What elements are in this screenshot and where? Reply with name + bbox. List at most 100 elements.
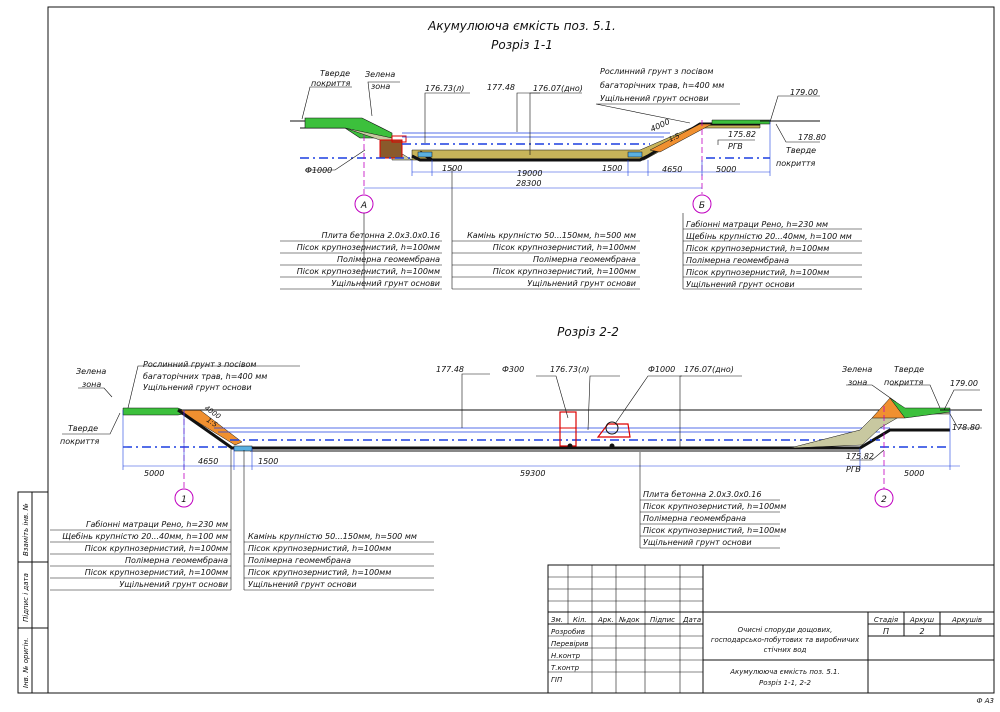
format-label: Ф А3 <box>977 697 995 705</box>
tb-role-2: Н.контр <box>551 652 581 660</box>
axis-b-label: Б <box>699 201 705 211</box>
axis-1-marker <box>174 488 194 508</box>
s2-elev-right: 178.80 <box>952 423 980 432</box>
tb-h-3: №док <box>618 616 640 624</box>
tb-h-2: Арк. <box>597 616 614 624</box>
drawing-title: Акумулююча ємкість поз. 5.1. <box>427 19 616 33</box>
s2-pipe-small: Ф300 <box>502 365 524 374</box>
s2-elev-right-top: 179.00 <box>950 379 978 388</box>
s2-green-right-2: зона <box>848 378 867 387</box>
s2-lm-2: Полімерна геомембрана <box>248 556 351 565</box>
s1-lm-0: Камінь крупністю 50...150мм, h=500 мм <box>467 231 636 240</box>
s2-dim-5000a: 5000 <box>144 469 164 478</box>
s2-dim-5000b: 5000 <box>904 469 924 478</box>
s1-rgv: РГВ <box>728 142 743 151</box>
s2-lr-2: Полімерна геомембрана <box>643 514 746 523</box>
tb-drawing-1: Розріз 1-1, 2-2 <box>759 679 811 687</box>
s1-elev-bottom: 176.07(дно) <box>533 84 583 93</box>
s2-green-left-2: зона <box>82 380 101 389</box>
tb-project-2: стічних вод <box>764 646 807 654</box>
s1-dim-5000: 5000 <box>716 165 736 174</box>
sheet-frame <box>47 6 995 694</box>
s2-green-left-1: Зелена <box>76 367 106 376</box>
side-stamp-2: Підпис і дата <box>22 573 30 622</box>
s1-la-1: Пісок крупнозернистий, h=100мм <box>297 243 440 252</box>
s2-elev-top: 177.48 <box>436 365 464 374</box>
side-stamp-3: Інв. № оригін. <box>22 638 30 688</box>
s2-surface-left-2: покриття <box>60 437 100 446</box>
s1-soil-3: Ущільнений грунт основи <box>600 94 709 103</box>
s2-lr-4: Ущільнений грунт основи <box>643 538 752 547</box>
s1-elev-water: 176.73(л) <box>425 84 464 93</box>
s2-legend-right <box>639 452 780 549</box>
s1-dim-19000: 19000 <box>517 169 542 178</box>
s2-lm-1: Пісок крупнозернистий, h=100мм <box>248 544 391 553</box>
s2-lm-0: Камінь крупністю 50...150мм, h=500 мм <box>248 532 417 541</box>
s2-rgv: РГВ <box>846 465 861 474</box>
s2-ll-3: Полімерна геомембрана <box>125 556 228 565</box>
s1-soil-1: Рослинний грунт з посівом <box>600 67 713 76</box>
s2-ll-1: Щебінь крупністю 20...40мм, h=100 мм <box>62 532 228 541</box>
tb-sheets-label: Аркушів <box>951 616 982 624</box>
s2-lm-4: Ущільнений грунт основи <box>248 580 357 589</box>
s2-dim-1500: 1500 <box>258 457 278 466</box>
axis-2-label: 2 <box>881 495 887 505</box>
s2-legend-mid <box>243 450 434 591</box>
tb-h-1: Кіл. <box>573 616 587 624</box>
s2-ll-4: Пісок крупнозернистий, h=100мм <box>85 568 228 577</box>
s2-lr-0: Плита бетонна 2.0х3.0х0.16 <box>643 490 761 499</box>
axis-a-label: А <box>360 201 367 211</box>
s1-lm-3: Пісок крупнозернистий, h=100мм <box>493 267 636 276</box>
s2-elev-water: 176.73(л) <box>550 365 589 374</box>
s1-lb-3: Полімерна геомембрана <box>686 256 789 265</box>
s1-dim-4650: 4650 <box>662 165 682 174</box>
s2-elev-bottom: 176.07(дно) <box>684 365 734 374</box>
s1-soil-2: багаторічних трав, h=400 мм <box>600 81 724 90</box>
tb-drawing-0: Акумулююча ємкість поз. 5.1. <box>729 668 839 676</box>
s2-elev-rgv: 175.82 <box>846 452 874 461</box>
tb-h-4: Підпис <box>650 616 675 624</box>
s2-dim-4650: 4650 <box>198 457 218 466</box>
s1-lb-5: Ущільнений грунт основи <box>686 280 795 289</box>
s2-ll-0: Габіонні матраци Рено, h=230 мм <box>86 520 228 529</box>
s2-soil-1: Рослинний грунт з посівом <box>143 360 256 369</box>
s1-slope-len: 4000 <box>649 117 671 134</box>
s1-lb-1: Щебінь крупністю 20...40мм, h=100 мм <box>686 232 852 241</box>
axis-2-marker <box>874 488 894 508</box>
section1-profile <box>290 81 820 194</box>
s1-la-0: Плита бетонна 2.0х3.0х0.16 <box>322 231 440 240</box>
s1-lm-4: Ущільнений грунт основи <box>527 279 636 288</box>
s1-la-3: Пісок крупнозернистий, h=100мм <box>297 267 440 276</box>
s2-ll-2: Пісок крупнозернистий, h=100мм <box>85 544 228 553</box>
s2-surface-right-1: Тверде <box>894 365 924 374</box>
tb-project-1: господарсько-побутових та виробничих <box>711 636 860 644</box>
tb-role-4: ГІП <box>551 676 563 684</box>
s2-soil-2: багаторічних трав, h=400 мм <box>143 372 267 381</box>
tb-sheet: 2 <box>919 627 924 636</box>
s1-surface-left-1: Тверде <box>320 69 350 78</box>
s1-elev-right-top: 179.00 <box>790 88 818 97</box>
section1-title: Розріз 1-1 <box>491 38 553 52</box>
tb-role-1: Перевірив <box>551 640 589 648</box>
s1-lm-1: Пісок крупнозернистий, h=100мм <box>493 243 636 252</box>
title-block <box>547 564 995 694</box>
s2-green-right-1: Зелена <box>842 365 872 374</box>
s1-elev-right: 178.80 <box>798 133 826 142</box>
s1-la-2: Полімерна геомембрана <box>337 255 440 264</box>
tb-sheet-label: Аркуш <box>909 616 935 624</box>
s1-surface-right-2: покриття <box>776 159 816 168</box>
s1-legend-mid <box>451 168 640 290</box>
s1-lb-4: Пісок крупнозернистий, h=100мм <box>686 268 829 277</box>
s2-surface-left-1: Тверде <box>68 424 98 433</box>
tb-stage: П <box>883 627 889 636</box>
section2-title: Розріз 2-2 <box>557 325 619 339</box>
s1-dim-28300: 28300 <box>516 179 541 188</box>
s1-green-2: зона <box>371 82 390 91</box>
s2-pipe-large: Ф1000 <box>648 365 675 374</box>
s1-lb-2: Пісок крупнозернистий, h=100мм <box>686 244 829 253</box>
s1-legend-b <box>682 213 862 290</box>
s1-lb-0: Габіонні матраци Рено, h=230 мм <box>686 220 828 229</box>
s2-lm-3: Пісок крупнозернистий, h=100мм <box>248 568 391 577</box>
